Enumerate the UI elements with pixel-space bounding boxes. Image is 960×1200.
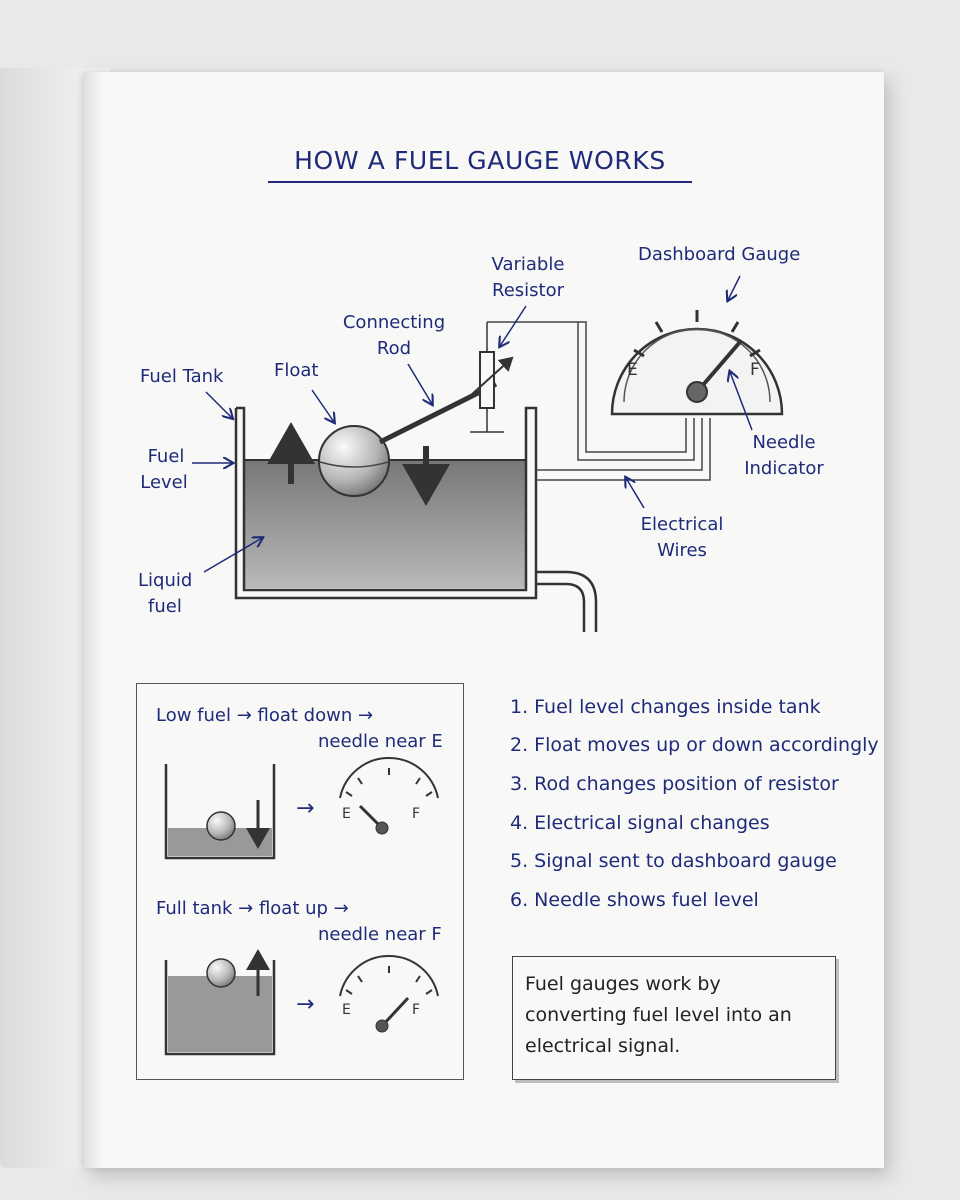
low-fuel-caption-2: needle near E: [318, 731, 443, 752]
label-needle-indicator-1: Needle: [752, 432, 816, 453]
gauge-hub: [686, 381, 708, 403]
float-waterline: [319, 461, 389, 468]
outlet-pipe: [536, 570, 598, 632]
label-fuel-level-2: Level: [140, 472, 188, 493]
step-item: 4. Electrical signal changes: [510, 812, 770, 834]
label-variable-resistor-1: Variable: [491, 254, 565, 275]
pointer-electrical-wires: [626, 478, 645, 509]
label-liquid-fuel-2: fuel: [148, 596, 182, 617]
low-gauge-e: E: [342, 806, 351, 822]
low-fuel-caption-1: Low fuel → float down →: [156, 705, 374, 726]
pointer-float: [311, 389, 334, 422]
low-fuel-tank: [164, 764, 276, 860]
full-tank-arrow: →: [296, 992, 315, 1017]
page-title: HOW A FUEL GAUGE WORKS: [294, 146, 666, 175]
pointer-connecting-rod: [407, 363, 432, 404]
label-needle-indicator-2: Indicator: [744, 458, 824, 479]
low-gauge-ticks: [345, 768, 433, 797]
low-gauge-arc: [339, 756, 439, 799]
pointer-variable-resistor: [500, 305, 527, 346]
label-electrical-wires-1: Electrical: [640, 514, 724, 535]
label-variable-resistor-2: Resistor: [492, 280, 564, 301]
page-spine-shadow: [84, 72, 102, 1168]
resistor-arrow: [469, 356, 514, 397]
electrical-wire-3: [536, 418, 703, 471]
label-connecting-rod-1: Connecting: [342, 312, 446, 333]
pointer-fuel-tank: [205, 391, 232, 418]
pointer-dashboard-gauge: [728, 275, 741, 300]
full-fuel-liquid: [168, 976, 272, 1052]
step-item: 2. Float moves up or down accordingly: [510, 734, 879, 756]
pointer-liquid-fuel: [203, 538, 262, 573]
fuel-tank: [234, 406, 538, 600]
summary-text: Fuel gauges work by converting fuel leve…: [525, 973, 792, 1057]
label-fuel-level-1: Fuel: [147, 446, 185, 467]
step-item: 1. Fuel level changes inside tank: [510, 696, 821, 718]
electrical-wire-4: [536, 418, 711, 481]
connecting-rod: [378, 381, 498, 445]
step-item: 5. Signal sent to dashboard gauge: [510, 850, 837, 872]
gauge-ticks: [633, 310, 761, 358]
title-underline: [268, 181, 692, 183]
full-gauge-hub: [375, 1019, 389, 1033]
full-gauge-f: F: [412, 1002, 421, 1018]
electrical-wire-2: [577, 332, 695, 461]
low-fuel-float: [206, 811, 236, 841]
label-connecting-rod-2: Rod: [376, 338, 412, 359]
float-ball: [318, 425, 390, 497]
label-fuel-tank: Fuel Tank: [140, 366, 224, 387]
electrical-wire-1: [487, 321, 687, 453]
gauge-inner-arc: [623, 328, 771, 403]
full-fuel-float: [206, 958, 236, 988]
fuel-state-panel: [136, 683, 464, 1080]
low-fuel-arrow: →: [296, 796, 315, 821]
full-fuel-tank: [164, 960, 276, 1056]
full-gauge-ticks: [345, 966, 433, 995]
gauge-e-label: E: [627, 360, 638, 380]
label-float: Float: [274, 360, 319, 381]
low-gauge-f: F: [412, 806, 421, 822]
full-tank-caption-2: needle near F: [318, 924, 442, 945]
gauge-f-label: F: [750, 360, 760, 380]
label-electrical-wires-2: Wires: [657, 540, 707, 561]
summary-note: Fuel gauges work by converting fuel leve…: [512, 956, 836, 1080]
label-liquid-fuel-1: Liquid: [138, 570, 193, 591]
full-tank-caption-1: Full tank → float up →: [156, 898, 349, 919]
low-gauge-hub: [375, 821, 389, 835]
step-item: 3. Rod changes position of resistor: [510, 773, 839, 795]
full-gauge-e: E: [342, 1002, 351, 1018]
pointer-needle-indicator: [730, 372, 753, 431]
label-dashboard-gauge: Dashboard Gauge: [638, 244, 801, 265]
full-gauge-arc: [339, 954, 439, 997]
step-item: 6. Needle shows fuel level: [510, 889, 759, 911]
